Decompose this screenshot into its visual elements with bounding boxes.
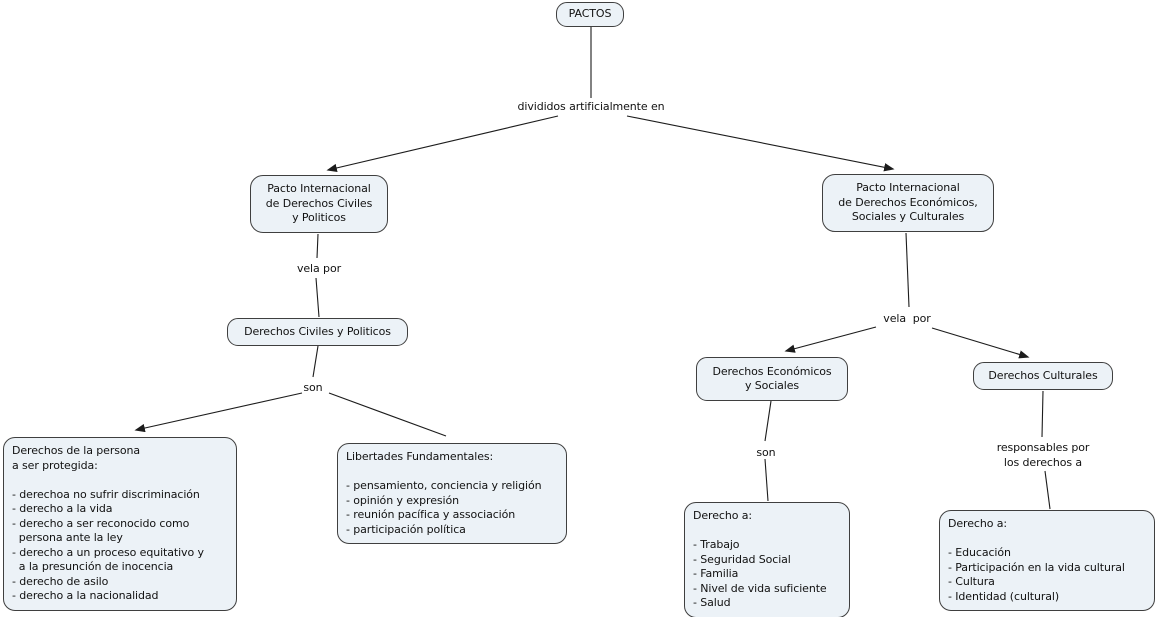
node-text-line [346,465,558,480]
node-text-line [12,473,228,488]
node-text-line [948,532,1146,547]
connector-divididos-pacto-civiles [326,115,559,173]
node-text-line: - derecho de asilo [12,574,109,588]
connector-vela-derechos-economicos [784,326,877,353]
node-label: Derechos Civiles y Politicos [244,324,391,338]
node-text-line: - derecho a la vida [12,502,113,515]
linking-phrase-vela-por-izquierda[interactable]: vela por [269,261,369,276]
connector-divididos-pacto-economicos [626,115,895,172]
node-text-line: - derechoa no sufrir discriminación [12,487,200,501]
connector-son-derechos-persona [134,392,303,433]
node-text-line: Sociales y Culturales [851,210,965,224]
linking-phrase-line: los derechos a [1003,456,1083,469]
node-text-line: - derecho a la nacionalidad [12,589,159,602]
node-text-line: - Cultura [948,575,995,588]
node-text-line: - Familia [693,567,739,580]
node-text-line: y Sociales [744,379,800,392]
linking-phrase-label: vela por [883,312,931,325]
node-derechos-economicos-sociales[interactable]: Derechos Económicos y Sociales [696,357,848,401]
node-derecho-a-economico-social[interactable]: Derecho a: - Trabajo - Seguridad Social … [684,502,850,617]
node-label: Derechos Culturales [988,368,1098,382]
node-text-line: a la presunción de inocencia [12,560,174,573]
node-text-line: Derecho a: [693,509,752,522]
node-text-line: - participación política [346,522,466,536]
node-text-line: - Trabajo [693,538,740,551]
connector-responsables-derecho-cultural [1044,470,1051,510]
node-derechos-culturales[interactable]: Derechos Culturales [973,362,1113,390]
linking-phrase-vela-por-derecha[interactable]: vela por [855,311,959,326]
connector-group [134,27,1051,510]
connector-vela-derechos-civiles [315,277,320,318]
node-derecho-a-cultural[interactable]: Derecho a: - Educación - Participación e… [939,510,1155,611]
linking-phrase-responsables-por-los-derechos-a[interactable]: responsables por los derechos a [962,440,1124,470]
node-derechos-civiles-politicos[interactable]: Derechos Civiles y Politicos [227,318,408,346]
node-pacto-derechos-civiles-politicos[interactable]: Pacto Internacional de Derechos Civiles … [250,175,388,233]
node-text-line: a ser protegida: [12,458,98,472]
node-text-line: - Participación en la vida cultural [948,560,1125,574]
linking-phrase-label: vela por [296,262,341,275]
node-text-line: Derechos Económicos [712,364,832,378]
connector-son-libertades [328,392,447,437]
node-text-line: - Seguridad Social [693,552,791,566]
node-text-line: - Nivel de vida suficiente [693,581,827,595]
node-text-line: - pensamiento, conciencia y religión [346,479,542,492]
node-text-line: Libertades Fundamentales: [346,450,494,463]
node-text-line: - reunión pacífica y associación [346,508,516,521]
node-text-line: Derechos de la persona [12,444,141,457]
connector-pacto-civiles-vela [316,233,319,259]
node-derechos-persona-protegida[interactable]: Derechos de la persona a ser protegida: … [3,437,237,611]
node-text-line [693,524,841,539]
connector-vela-derechos-culturales [931,327,1030,359]
node-text-line: - Identidad (cultural) [948,589,1060,603]
node-text-line: - opinión y expresión [346,493,459,507]
node-text-line: de Derechos Económicos, [838,195,978,209]
linking-phrase-divididos-artificialmente-en[interactable]: divididos artificialmente en [491,99,691,114]
node-label: PACTOS [568,7,612,21]
node-text-line: - derecho a ser reconocido como [12,516,190,530]
node-text-line: de Derechos Civiles [265,196,373,210]
node-text-line: y Politicos [292,211,346,225]
connector-son-derecho-economico [764,458,769,502]
node-text-line: persona ante la ley [12,531,123,544]
connector-pacto-economicos-vela [905,232,910,308]
node-pacto-derechos-economicos-sociales-culturales[interactable]: Pacto Internacional de Derechos Económic… [822,174,994,232]
linking-phrase-label: son [303,381,323,394]
node-text-line: - Educación [948,546,1011,559]
node-text-line: Pacto Internacional [267,182,371,196]
linking-phrase-son-derecha[interactable]: son [716,445,816,460]
linking-phrase-line: responsables por [996,441,1090,454]
connector-derechos-civiles-son [312,345,319,378]
connector-culturales-responsables [1041,390,1044,438]
node-libertades-fundamentales[interactable]: Libertades Fundamentales: - pensamiento,… [337,443,567,544]
node-text-line: - derecho a un proceso equitativo y [12,545,204,559]
linking-phrase-label: divididos artificialmente en [517,100,665,113]
node-text-line: Derecho a: [948,517,1007,530]
node-text-line: Pacto Internacional [856,181,960,195]
node-pactos[interactable]: PACTOS [556,2,624,27]
connector-derechos-economicos-son [764,400,772,442]
linking-phrase-label: son [756,446,776,459]
linking-phrase-son-izquierda[interactable]: son [263,380,363,395]
node-text-line: - Salud [693,596,731,609]
